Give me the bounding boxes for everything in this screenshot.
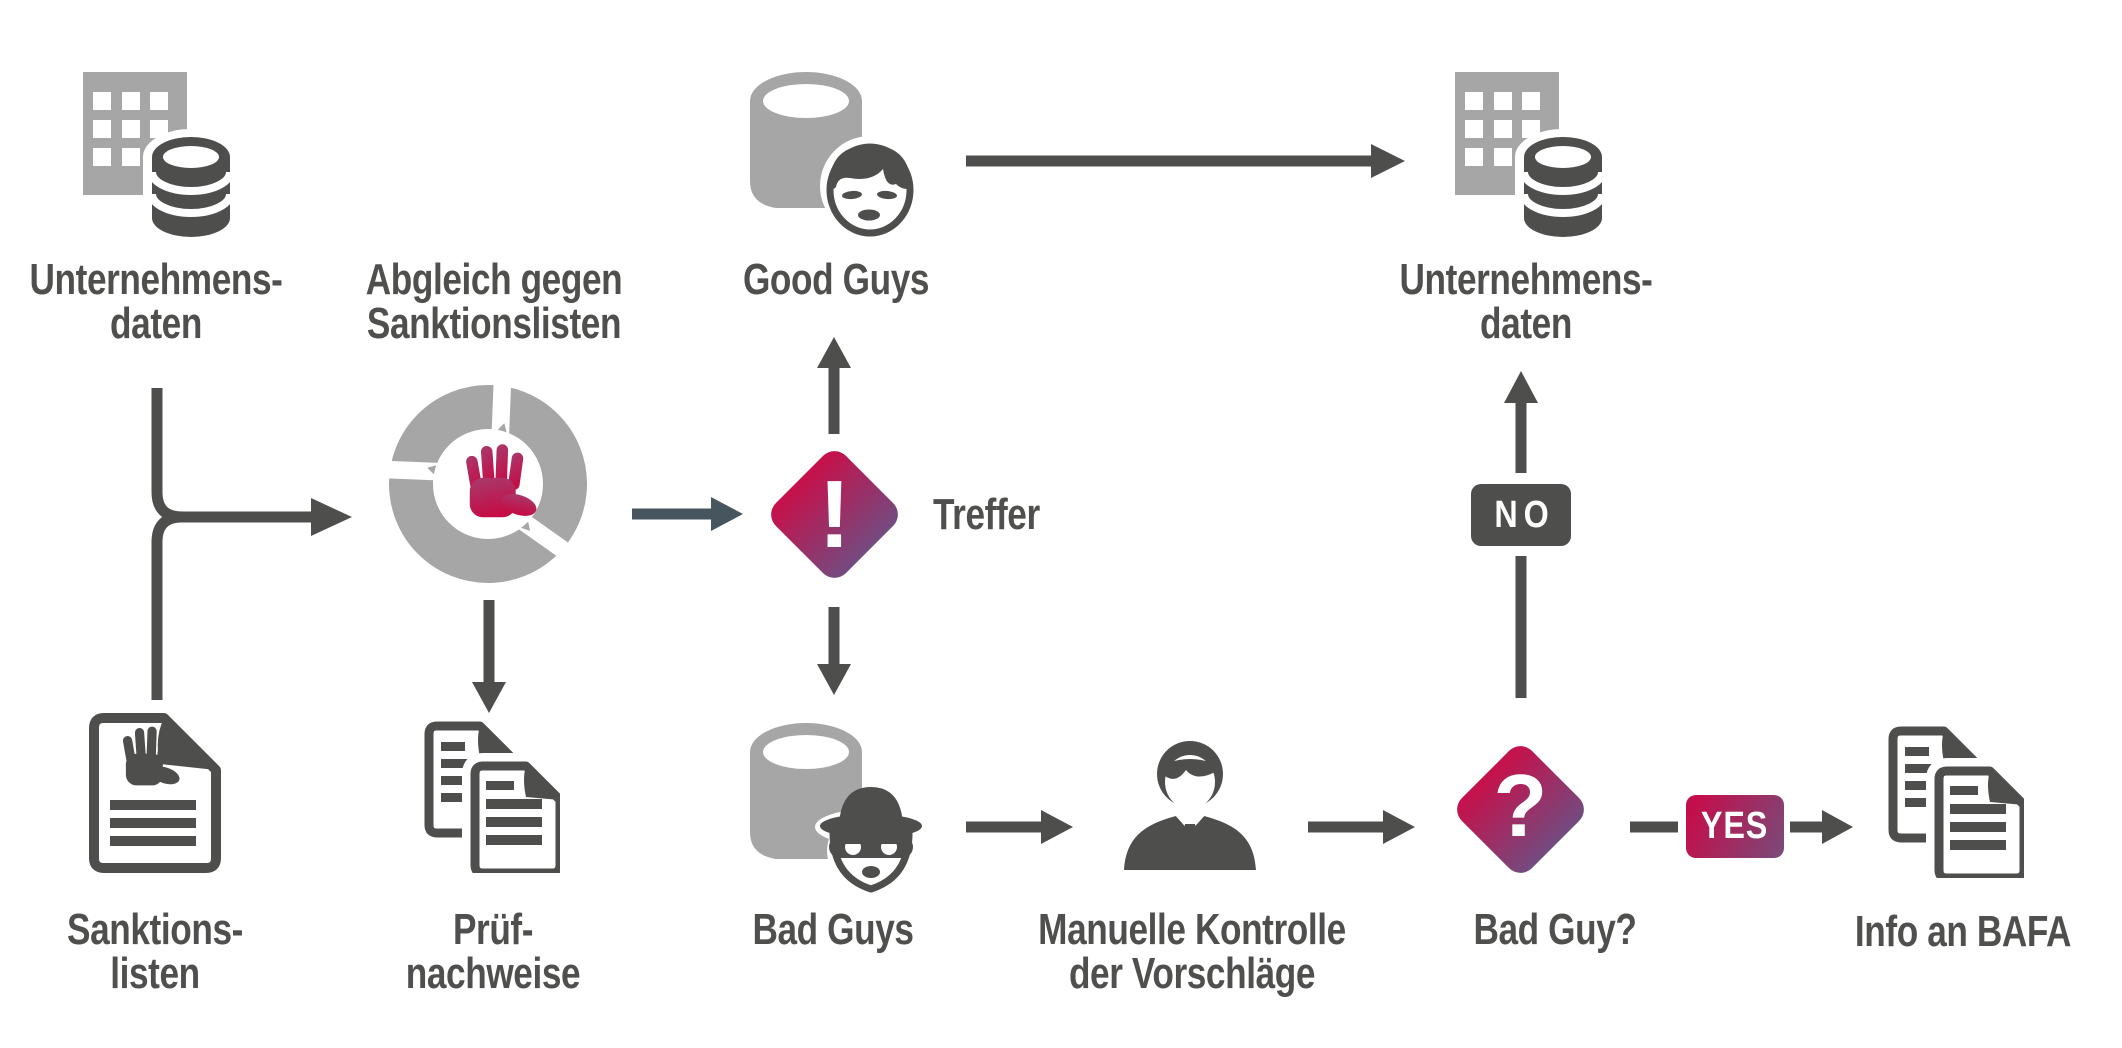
documents-icon [1888,726,2024,878]
label-hit: Treffer [933,490,1040,539]
merge-arrowhead [311,498,352,536]
no-badge: NO [1471,484,1571,546]
label-info-bafa: Info an BAFA [1854,907,2072,956]
sanctions-document-icon [89,713,221,873]
arrowhead-no-up [1504,371,1538,403]
label-match-process: Abgleich gegen Sanktionslisten [365,255,623,348]
label-bad-guys: Bad Guys [752,905,914,954]
yes-badge: YES [1686,795,1784,858]
exclamation-glyph: ! [818,460,851,568]
label-manual-review: Manuelle Kontrolle der Vorschläge [1038,905,1346,998]
arrowhead-yes [1822,810,1853,844]
label-good-guys: Good Guys [742,255,930,304]
building-database-icon [80,70,232,240]
stop-hand-icon [465,444,537,520]
label-audit-proofs: Prüf- nachweise [405,905,581,998]
bad-guy-bandit-icon [815,787,927,893]
question-glyph: ? [1493,755,1548,855]
process-loop-icon [376,372,587,583]
merge-line-top [151,388,313,523]
arrow-loop-hit [632,497,743,531]
arrowhead-check [1383,810,1415,844]
merge-line-bottom [151,511,183,700]
arrowhead-up-goodguys [817,337,851,368]
businessman-icon [1124,741,1256,870]
building-database-icon [1452,70,1604,240]
arrowhead-down-proofs [472,682,506,713]
label-company-data-left: Unternehmens- daten [29,255,283,348]
good-guy-face-icon [820,136,920,237]
label-sanctions-lists: Sanktions- listen [67,905,243,998]
arrowhead-company-right [1371,144,1405,178]
label-bad-guy-check: Bad Guy? [1473,905,1637,954]
documents-icon [424,721,560,873]
arrowhead-review [1041,810,1073,844]
label-company-data-right: Unternehmens- daten [1399,255,1653,348]
arrowhead-down-badguys [817,664,851,695]
